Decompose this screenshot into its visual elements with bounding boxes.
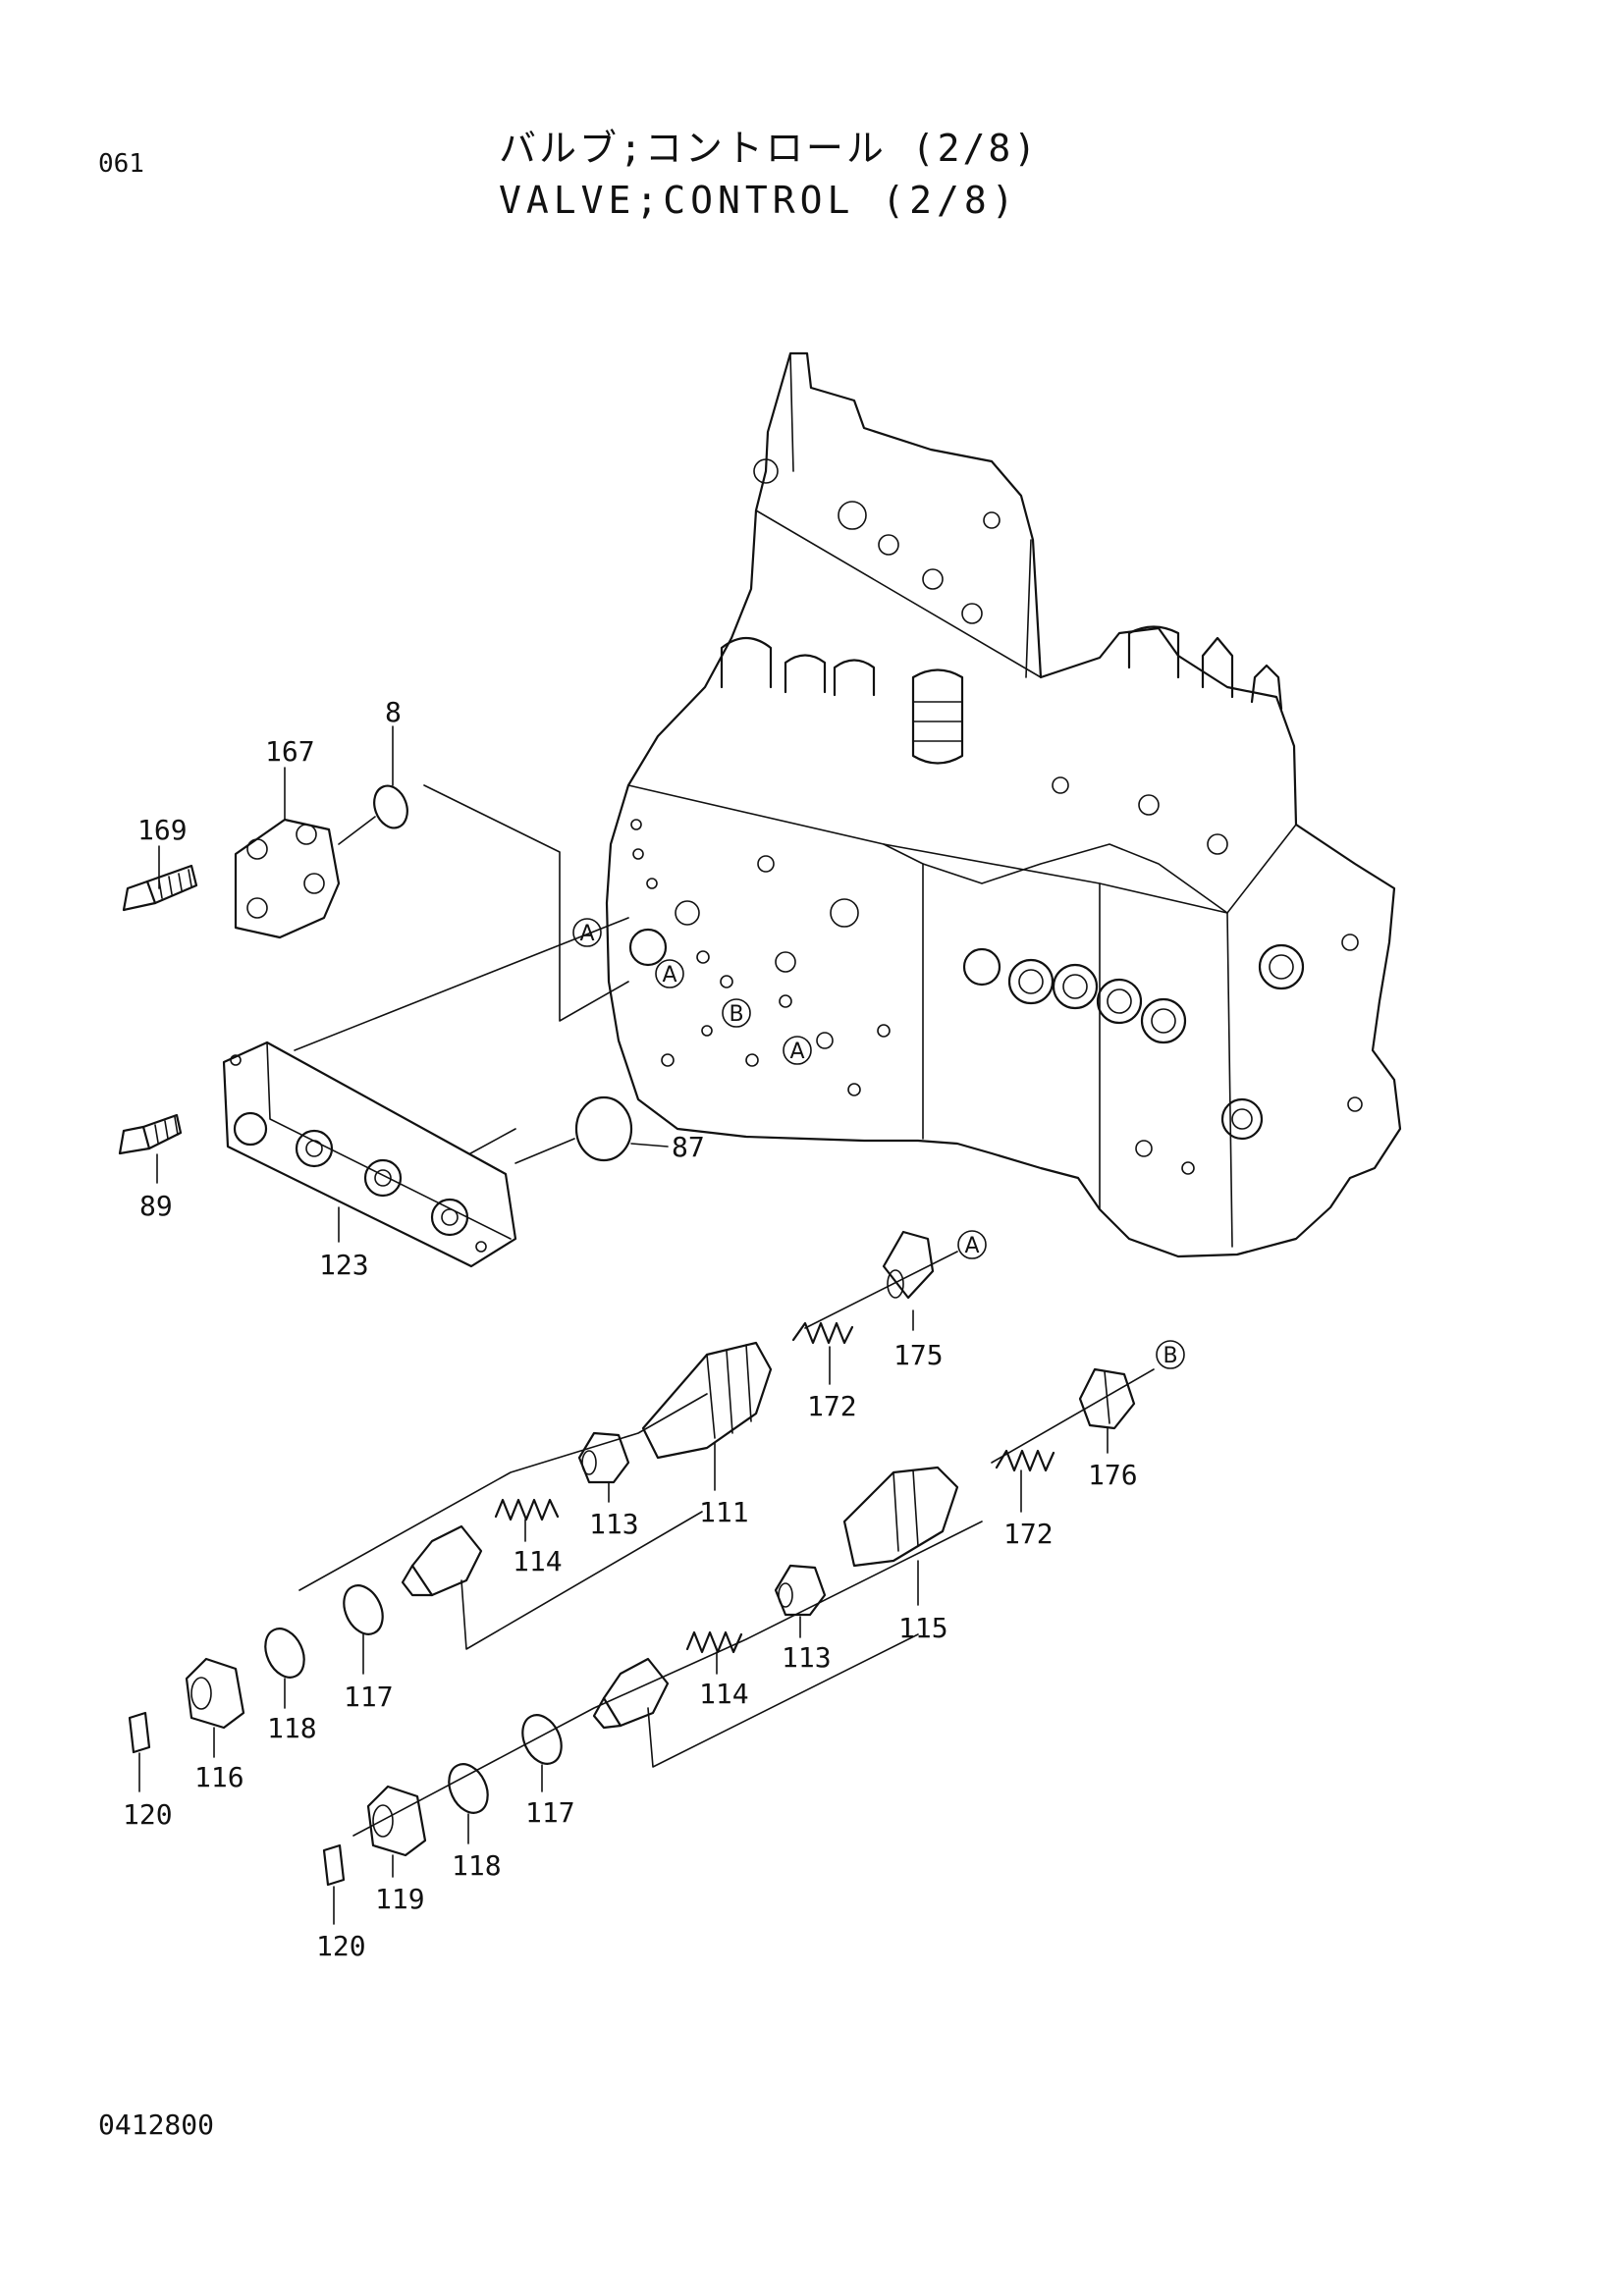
callout-172-lower: 172 <box>1003 1518 1054 1550</box>
part-120-plate-upper <box>128 1711 151 1754</box>
callout-120-upper: 120 <box>123 1798 173 1831</box>
part-116-plug <box>185 1657 245 1730</box>
part-114-spring-upper <box>494 1498 560 1522</box>
part-111-sleeve <box>641 1341 773 1460</box>
callout-87: 87 <box>672 1131 705 1163</box>
callout-176: 176 <box>1088 1459 1138 1491</box>
part-118-backup-ring-upper <box>264 1628 305 1679</box>
title-japanese: バルブ;コントロール (2/8) <box>499 127 1040 170</box>
ref-mark-b-1: B <box>722 998 751 1028</box>
callout-111: 111 <box>699 1496 749 1528</box>
part-114-spring-lower <box>685 1630 743 1654</box>
callout-175: 175 <box>893 1339 944 1371</box>
part-113-piston-lower <box>774 1564 827 1617</box>
ref-mark-a-3: A <box>783 1036 812 1065</box>
ref-mark-b-2: B <box>1156 1340 1185 1369</box>
page-code: 061 <box>98 149 144 179</box>
part-115-spool <box>842 1466 959 1568</box>
part-118-backup-ring-lower <box>448 1763 489 1814</box>
svg-text:A: A <box>662 963 676 988</box>
svg-text:B: B <box>729 1002 743 1027</box>
part-175-plug <box>882 1230 935 1300</box>
callout-167: 167 <box>265 735 315 768</box>
ref-mark-a-2: A <box>655 959 684 988</box>
part-120-plate-lower <box>322 1843 346 1887</box>
part-167-cover-plate <box>234 818 341 939</box>
part-172-spring-upper <box>791 1321 854 1345</box>
callout-117-lower: 117 <box>525 1796 575 1829</box>
title-english: VALVE;CONTROL (2/8) <box>499 179 1019 222</box>
control-valve-body <box>605 351 1402 1258</box>
leader-block-123 <box>294 917 629 1051</box>
part-8-o-ring <box>373 784 408 829</box>
callout-113-lower: 113 <box>782 1641 832 1674</box>
part-123-block <box>222 1041 517 1268</box>
ref-mark-a-4: A <box>957 1230 987 1259</box>
leader-cover-167 <box>423 784 629 1022</box>
callout-172-upper: 172 <box>807 1390 857 1422</box>
svg-text:A: A <box>789 1040 804 1064</box>
callout-89: 89 <box>139 1190 173 1222</box>
callout-117-upper: 117 <box>344 1681 394 1713</box>
part-176-plug <box>1078 1367 1136 1430</box>
callout-119: 119 <box>375 1883 425 1915</box>
callout-8: 8 <box>385 696 402 728</box>
callout-114-upper: 114 <box>513 1545 563 1577</box>
callout-113-upper: 113 <box>589 1508 639 1540</box>
callout-120-lower: 120 <box>316 1930 366 1962</box>
callout-123: 123 <box>319 1249 369 1281</box>
part-117-o-ring-lower <box>521 1714 563 1765</box>
callout-leaders <box>138 725 1109 1925</box>
part-113-piston-upper <box>577 1431 630 1484</box>
part-169-bolt <box>122 864 198 912</box>
callout-114-lower: 114 <box>699 1678 749 1710</box>
part-spool-lower <box>592 1657 670 1730</box>
drawing-number: 0412800 <box>98 2109 215 2141</box>
part-spool-upper <box>401 1524 483 1597</box>
callout-118-upper: 118 <box>267 1712 317 1744</box>
ref-mark-a-1: A <box>572 918 602 947</box>
leader-ring-87 <box>514 1138 575 1164</box>
callout-169: 169 <box>137 814 188 846</box>
callout-115: 115 <box>898 1612 948 1644</box>
svg-text:A: A <box>579 922 594 946</box>
part-87-o-ring <box>574 1095 633 1162</box>
part-117-o-ring-upper <box>343 1584 384 1635</box>
callout-116: 116 <box>194 1761 244 1793</box>
svg-text:A: A <box>964 1234 979 1258</box>
part-172-spring-lower <box>995 1449 1055 1472</box>
svg-text:B: B <box>1163 1344 1177 1368</box>
part-89-bolt <box>118 1113 183 1155</box>
callout-118-lower: 118 <box>452 1849 502 1882</box>
part-119-plug <box>366 1785 427 1857</box>
